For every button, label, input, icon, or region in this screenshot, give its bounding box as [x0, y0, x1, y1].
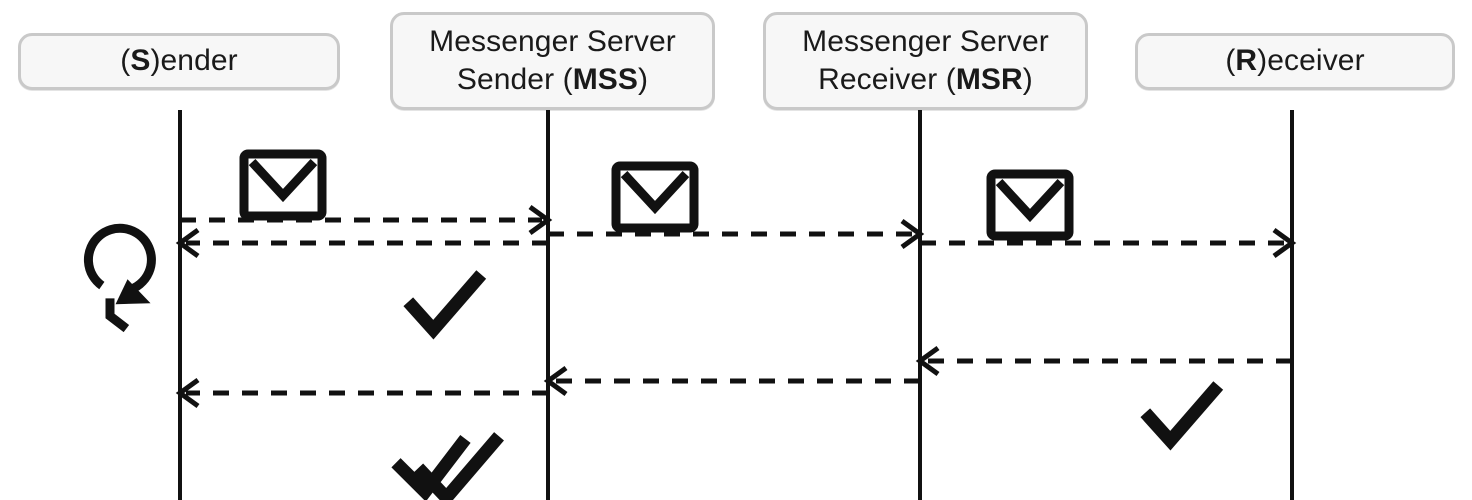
participant-box-receiver[interactable]: (R)eceiver [1135, 33, 1455, 90]
participant-label-receiver: (R)eceiver [1225, 44, 1365, 78]
receiver-to-msr-ack [915, 345, 1292, 377]
envelope-icon [239, 149, 327, 221]
envelope-icon [611, 161, 699, 233]
lifeline-sender [178, 110, 182, 500]
lifeline-mss [546, 110, 550, 500]
lifeline-msr [918, 110, 922, 500]
mss-to-msr-message [548, 218, 925, 250]
envelope-icon [986, 169, 1074, 241]
msr-to-receiver-message [920, 227, 1297, 259]
double-check-icon [391, 432, 504, 500]
single-check-icon [403, 270, 487, 340]
icons-layer [83, 149, 1224, 500]
participant-label-sender: (S)ender [120, 44, 238, 78]
single-check-icon [1140, 381, 1224, 451]
participant-box-sender[interactable]: (S)ender [18, 33, 340, 90]
sender-to-mss-message [180, 204, 553, 236]
retry-clock-icon [83, 223, 156, 333]
mss-to-sender-delivery-receipt [175, 377, 548, 409]
msr-to-mss-ack [543, 365, 920, 397]
lifeline-receiver [1290, 110, 1294, 500]
mss-to-sender-ack [175, 227, 548, 259]
messages-layer [175, 204, 1297, 409]
